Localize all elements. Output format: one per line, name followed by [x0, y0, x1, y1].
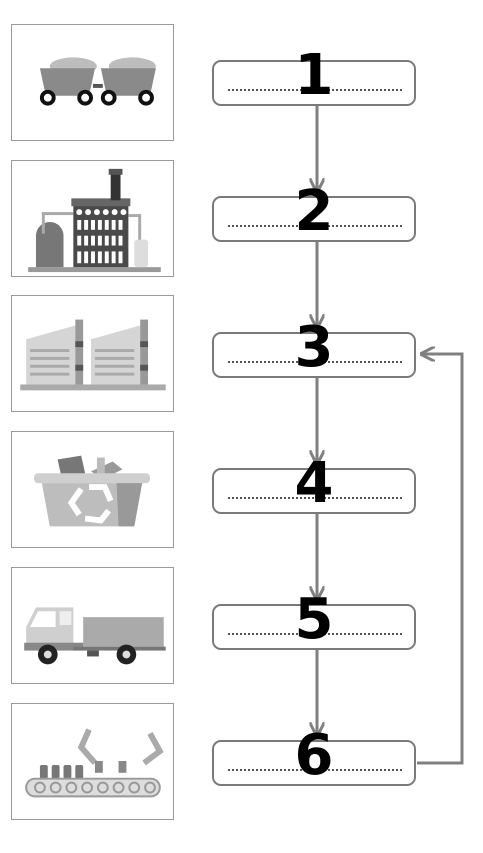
step-box-4[interactable]: 4 [212, 452, 416, 516]
step-number: 6 [294, 723, 334, 788]
assembly-line-card [11, 703, 174, 820]
answer-line [228, 89, 402, 91]
answer-line [228, 633, 402, 635]
step-number: 2 [294, 179, 334, 244]
recycle-bin-card [11, 431, 174, 548]
step-box-1[interactable]: 1 [212, 44, 416, 108]
step-number: 4 [294, 451, 334, 516]
delivery-truck-icon [24, 607, 166, 665]
answer-line [228, 225, 402, 227]
step-box-5[interactable]: 5 [212, 588, 416, 652]
delivery-truck-card [11, 567, 174, 684]
answer-line [228, 361, 402, 363]
assembly-line-icon [25, 728, 164, 798]
arrow-6-to-3 [417, 354, 464, 765]
step-box-6[interactable]: 6 [212, 724, 416, 788]
factory-card [11, 295, 174, 412]
step-number: 3 [294, 315, 334, 380]
refinery-icon [28, 168, 161, 273]
factory-icon [20, 319, 166, 391]
mine-carts-icon [39, 57, 156, 106]
answer-line [228, 769, 402, 771]
mine-carts-card [11, 24, 174, 141]
step-number: 5 [294, 587, 334, 652]
step-number: 1 [294, 43, 334, 108]
step-box-2[interactable]: 2 [212, 180, 416, 244]
recycle-bin-icon [34, 455, 151, 527]
step-box-3[interactable]: 3 [212, 316, 416, 380]
answer-line [228, 497, 402, 499]
refinery-card [11, 160, 174, 277]
